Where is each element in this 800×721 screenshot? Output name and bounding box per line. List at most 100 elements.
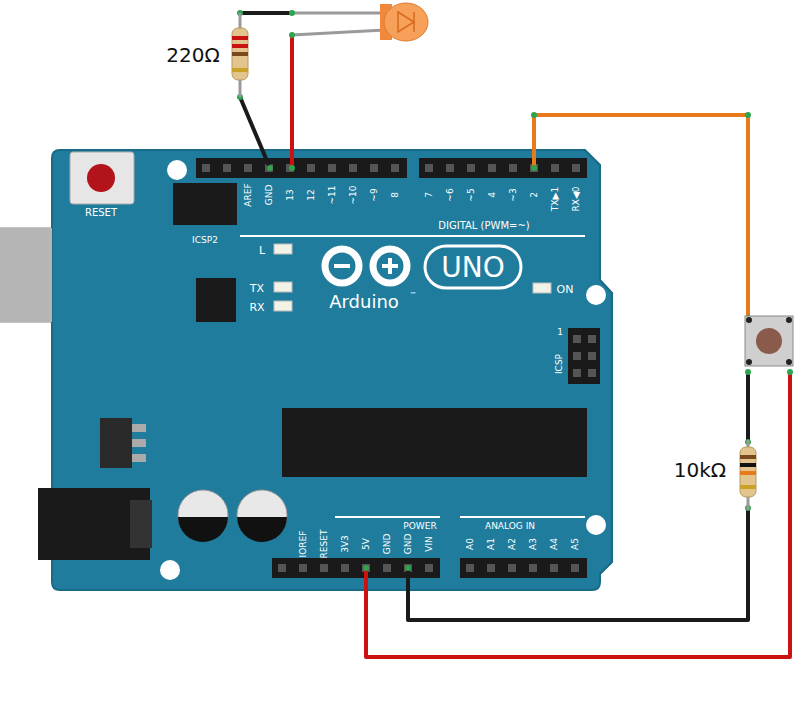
pin-hole: [487, 564, 495, 572]
pin-label: 5V: [362, 538, 371, 550]
pin-label: RESET: [320, 530, 329, 559]
pin-hole: [588, 352, 596, 360]
mounting-hole: [586, 285, 606, 305]
pin-label: ~11: [328, 186, 337, 205]
analog-header: [460, 558, 587, 578]
pin-label: A1: [487, 538, 496, 550]
digital-header: [419, 158, 587, 178]
pin-hole: [573, 352, 581, 360]
smd-led: [274, 301, 292, 311]
arduino-board: [52, 150, 612, 590]
pin-hole: [341, 564, 349, 572]
section-label: DIGITAL (PWM=~): [438, 221, 529, 231]
pin-label: TX▶1: [551, 187, 560, 211]
pin-hole: [529, 564, 537, 572]
pin-label: A2: [508, 538, 517, 550]
model-name: UNO: [441, 254, 504, 282]
pin-hole: [328, 164, 336, 172]
pin-label: ~3: [509, 188, 518, 201]
pin-hole: [572, 164, 580, 172]
section-label: ANALOG IN: [485, 522, 535, 531]
pin-hole: [588, 335, 596, 343]
smd-led: [274, 244, 292, 254]
pin-label: 13: [286, 189, 295, 200]
pin-label: A4: [550, 538, 559, 550]
pin-hole: [573, 335, 581, 343]
pin-hole: [299, 564, 307, 572]
icsp-pins: [573, 335, 596, 377]
pin-label: A5: [571, 538, 580, 550]
digital-header: [196, 158, 407, 178]
pin-label: 2: [530, 192, 539, 198]
usb-connector-shell: [0, 228, 52, 322]
smd-led: [533, 283, 551, 293]
pin-label: A0: [466, 538, 475, 550]
pin-label: GND: [404, 534, 413, 555]
pin-hole: [425, 564, 433, 572]
mounting-hole: [160, 560, 180, 580]
led-label: TX: [250, 283, 264, 294]
usb-chip: [196, 278, 236, 322]
pin-label: ~6: [446, 188, 455, 201]
orange-led: [380, 3, 428, 41]
pin-label: 12: [307, 189, 316, 200]
pin-label: 7: [425, 192, 434, 198]
pin-label: IOREF: [299, 531, 308, 558]
pin-hole: [425, 164, 433, 172]
power-header: [272, 558, 440, 578]
header-label: ICSP2: [192, 236, 218, 245]
pin-hole: [349, 164, 357, 172]
arduino-logo: [325, 249, 407, 283]
header-pins: [180, 164, 580, 572]
pin-label: 8: [391, 192, 400, 198]
pin-hole: [404, 564, 412, 572]
pin-label: GND: [265, 185, 274, 206]
power-jack-end: [130, 500, 152, 548]
pushbutton: [745, 316, 793, 366]
microcontroller-chip: [282, 408, 587, 477]
mounting-hole: [586, 515, 606, 535]
regulator-pin: [132, 424, 146, 432]
pin-hole: [550, 564, 558, 572]
icsp-header: [568, 328, 600, 384]
reset-button-cap: [87, 164, 115, 192]
pin-hole: [571, 564, 579, 572]
pin-label: GND: [383, 534, 392, 555]
pin-hole: [467, 164, 475, 172]
pin-hole: [223, 164, 231, 172]
brand-name: Arduino: [329, 293, 399, 311]
silkscreen-line: [240, 235, 585, 237]
pin-hole: [588, 369, 596, 377]
pin-label: ~5: [467, 188, 476, 201]
silkscreen-line: [460, 516, 585, 518]
pin-hole: [202, 164, 210, 172]
logo-signs: [334, 258, 398, 274]
pin-hole: [573, 369, 581, 377]
pin-number: 1: [557, 328, 563, 337]
capacitor-band: [178, 517, 228, 542]
pin-hole: [530, 164, 538, 172]
icsp2-header: [173, 183, 237, 225]
pin-label: RX◀0: [572, 186, 581, 211]
silkscreen-line: [335, 516, 440, 518]
led-label: RX: [249, 302, 264, 313]
regulator-pin: [132, 439, 146, 447]
pin-label: VIN: [425, 536, 434, 552]
pin-hole: [508, 564, 516, 572]
resistor-220: [232, 13, 248, 97]
pin-hole: [362, 564, 370, 572]
pin-hole: [446, 164, 454, 172]
pin-hole: [488, 164, 496, 172]
trademark: ™: [410, 292, 417, 299]
pin-hole: [265, 164, 273, 172]
reset-button: [70, 152, 134, 204]
pin-label: 3V3: [341, 535, 350, 553]
voltage-regulator: [100, 418, 132, 468]
mounting-hole: [167, 160, 187, 180]
capacitor-band: [237, 517, 287, 542]
pin-hole: [370, 164, 378, 172]
pin-hole: [509, 164, 517, 172]
regulator-pin: [132, 454, 146, 462]
pin-hole: [244, 164, 252, 172]
